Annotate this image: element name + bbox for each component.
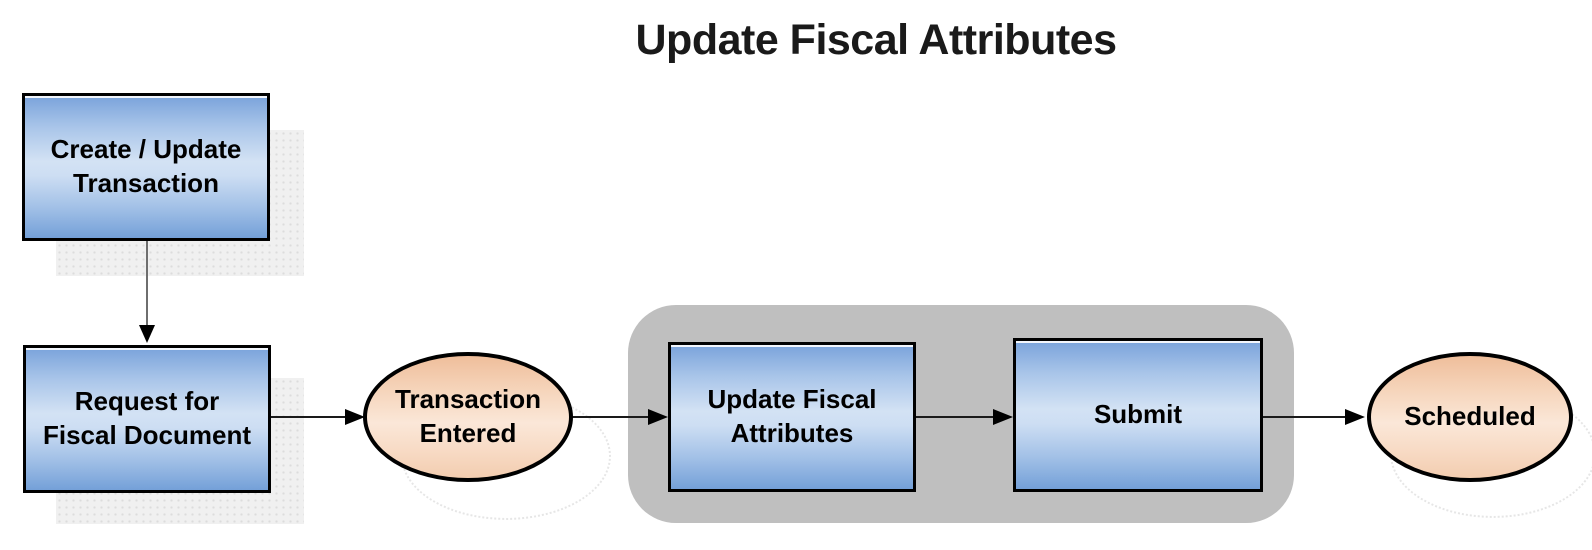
edge-transaction-entered-to-update (571, 416, 648, 418)
edge-create-to-request (146, 241, 148, 325)
diagram-title: Update Fiscal Attributes (635, 16, 1118, 64)
edge-request-to-transaction-entered (271, 416, 345, 418)
arrowhead-right-icon (993, 409, 1013, 425)
arrowhead-right-icon (345, 409, 365, 425)
node-submit: Submit (1013, 338, 1263, 492)
node-scheduled: Scheduled (1367, 352, 1573, 482)
edge-submit-to-scheduled (1263, 416, 1345, 418)
node-transaction-entered: Transaction Entered (363, 352, 573, 482)
arrowhead-right-icon (1345, 409, 1365, 425)
edge-update-to-submit (916, 416, 993, 418)
arrowhead-right-icon (648, 409, 668, 425)
node-update-fiscal-attributes: Update Fiscal Attributes (668, 342, 916, 492)
node-request-for-fiscal-document: Request for Fiscal Document (23, 345, 271, 493)
arrowhead-down-icon (139, 325, 155, 343)
node-create-update-transaction: Create / Update Transaction (22, 93, 270, 241)
